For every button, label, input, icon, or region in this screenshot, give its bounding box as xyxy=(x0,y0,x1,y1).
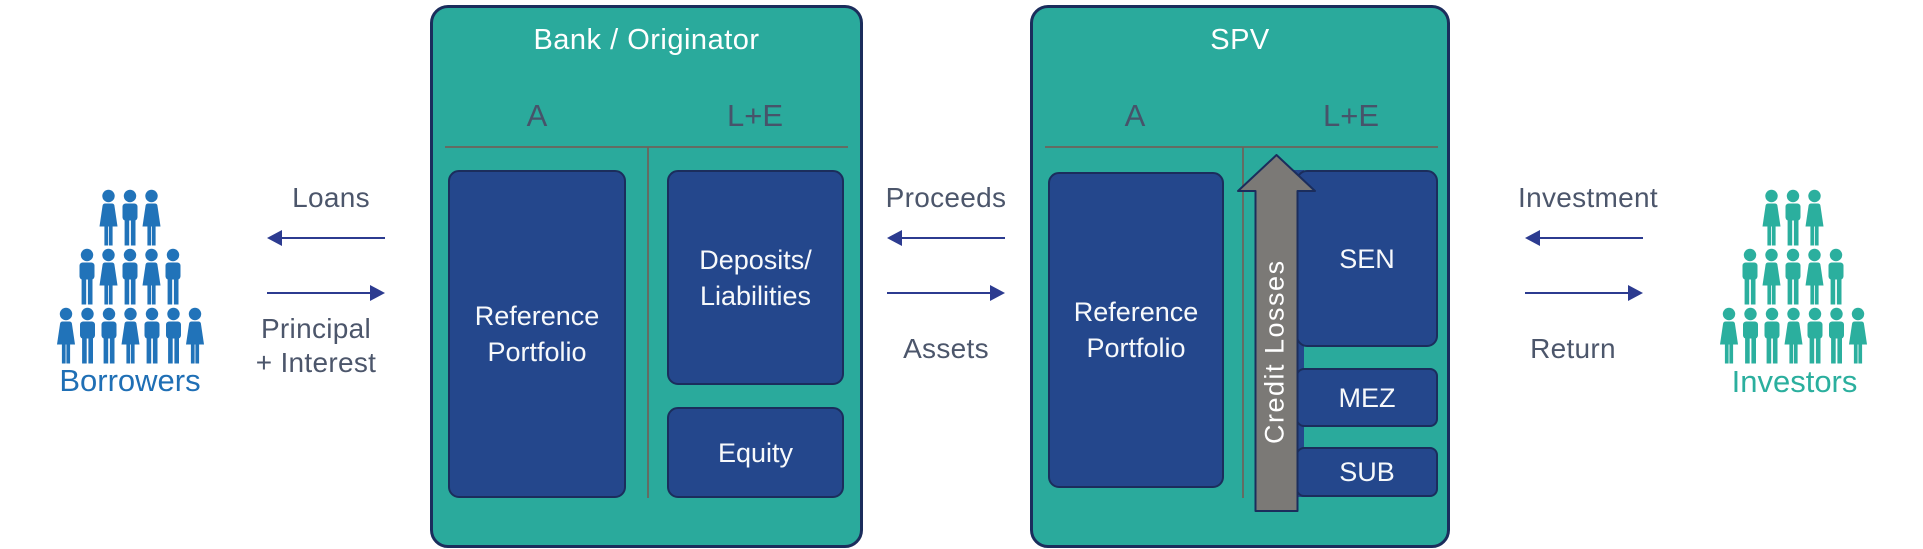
principal-interest-label: Principal + Interest xyxy=(255,313,377,378)
arrow-head-right-icon xyxy=(990,285,1005,301)
arrow-shaft xyxy=(280,237,385,239)
spv-title: SPV xyxy=(1210,24,1270,56)
credit-losses-arrow-icon xyxy=(1237,154,1316,512)
spv-mezzanine-tranche-box: MEZ xyxy=(1296,368,1438,427)
arrow-shaft xyxy=(900,237,1005,239)
arrow-shaft xyxy=(267,292,372,294)
bank-title: Bank / Originator xyxy=(533,24,760,56)
investment-arrow xyxy=(1525,230,1643,246)
spv-reference-portfolio-box: Reference Portfolio xyxy=(1048,172,1224,488)
bank-deposits-liabilities-box: Deposits/ Liabilities xyxy=(667,170,844,385)
investors-label: Investors xyxy=(1731,364,1858,399)
assets-label: Assets xyxy=(903,333,989,364)
return-label: Return xyxy=(1530,333,1616,364)
bank-assets-header: A xyxy=(526,98,548,133)
arrow-shaft xyxy=(1525,292,1630,294)
return-arrow xyxy=(1525,285,1643,301)
bank-liabilities-header: L+E xyxy=(726,98,784,133)
bank-header-underline xyxy=(445,146,848,148)
principal-interest-arrow xyxy=(267,285,385,301)
credit-losses-label: Credit Losses xyxy=(1259,259,1290,445)
bank-reference-portfolio-box: Reference Portfolio xyxy=(448,170,626,498)
bank-column-divider xyxy=(647,147,649,498)
arrow-head-right-icon xyxy=(370,285,385,301)
arrow-head-left-icon xyxy=(1525,230,1540,246)
loans-label: Loans xyxy=(292,182,370,213)
spv-subordinate-tranche-box: SUB xyxy=(1296,447,1438,497)
proceeds-label: Proceeds xyxy=(885,182,1007,213)
investment-label: Investment xyxy=(1518,182,1658,213)
spv-header-underline xyxy=(1045,146,1438,148)
investors-icon xyxy=(1720,189,1867,364)
borrowers-label: Borrowers xyxy=(59,363,201,398)
spv-senior-tranche-box: SEN xyxy=(1296,170,1438,347)
loans-arrow xyxy=(267,230,385,246)
assets-arrow xyxy=(887,285,1005,301)
proceeds-arrow xyxy=(887,230,1005,246)
arrow-head-right-icon xyxy=(1628,285,1643,301)
arrow-head-left-icon xyxy=(887,230,902,246)
spv-column-divider xyxy=(1242,147,1244,498)
borrowers-icon xyxy=(57,189,204,364)
arrow-shaft xyxy=(887,292,992,294)
spv-liabilities-header: L+E xyxy=(1322,98,1380,133)
arrow-shaft xyxy=(1538,237,1643,239)
arrow-head-left-icon xyxy=(267,230,282,246)
bank-equity-box: Equity xyxy=(667,407,844,498)
spv-assets-header: A xyxy=(1124,98,1146,133)
